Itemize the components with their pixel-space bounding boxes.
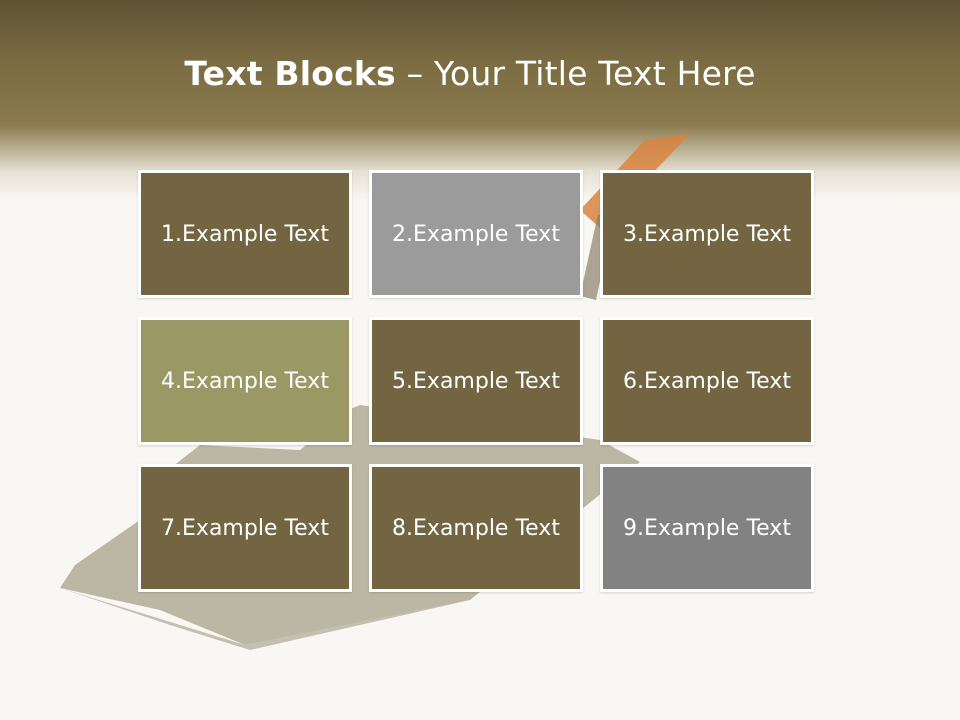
text-block-6[interactable]: 6.Example Text <box>600 317 814 445</box>
text-block-8[interactable]: 8.Example Text <box>369 464 583 592</box>
text-block-3[interactable]: 3.Example Text <box>600 170 814 298</box>
title-bold: Text Blocks <box>184 54 396 93</box>
page-title: Text Blocks – Your Title Text Here <box>0 54 940 93</box>
text-block-grid: 1.Example Text 2.Example Text 3.Example … <box>138 170 814 592</box>
text-block-9[interactable]: 9.Example Text <box>600 464 814 592</box>
header-band <box>0 0 960 200</box>
text-block-7[interactable]: 7.Example Text <box>138 464 352 592</box>
title-dash: – <box>395 54 434 93</box>
text-block-4[interactable]: 4.Example Text <box>138 317 352 445</box>
text-block-2[interactable]: 2.Example Text <box>369 170 583 298</box>
title-rest: Your Title Text Here <box>433 54 756 93</box>
text-block-1[interactable]: 1.Example Text <box>138 170 352 298</box>
text-block-5[interactable]: 5.Example Text <box>369 317 583 445</box>
